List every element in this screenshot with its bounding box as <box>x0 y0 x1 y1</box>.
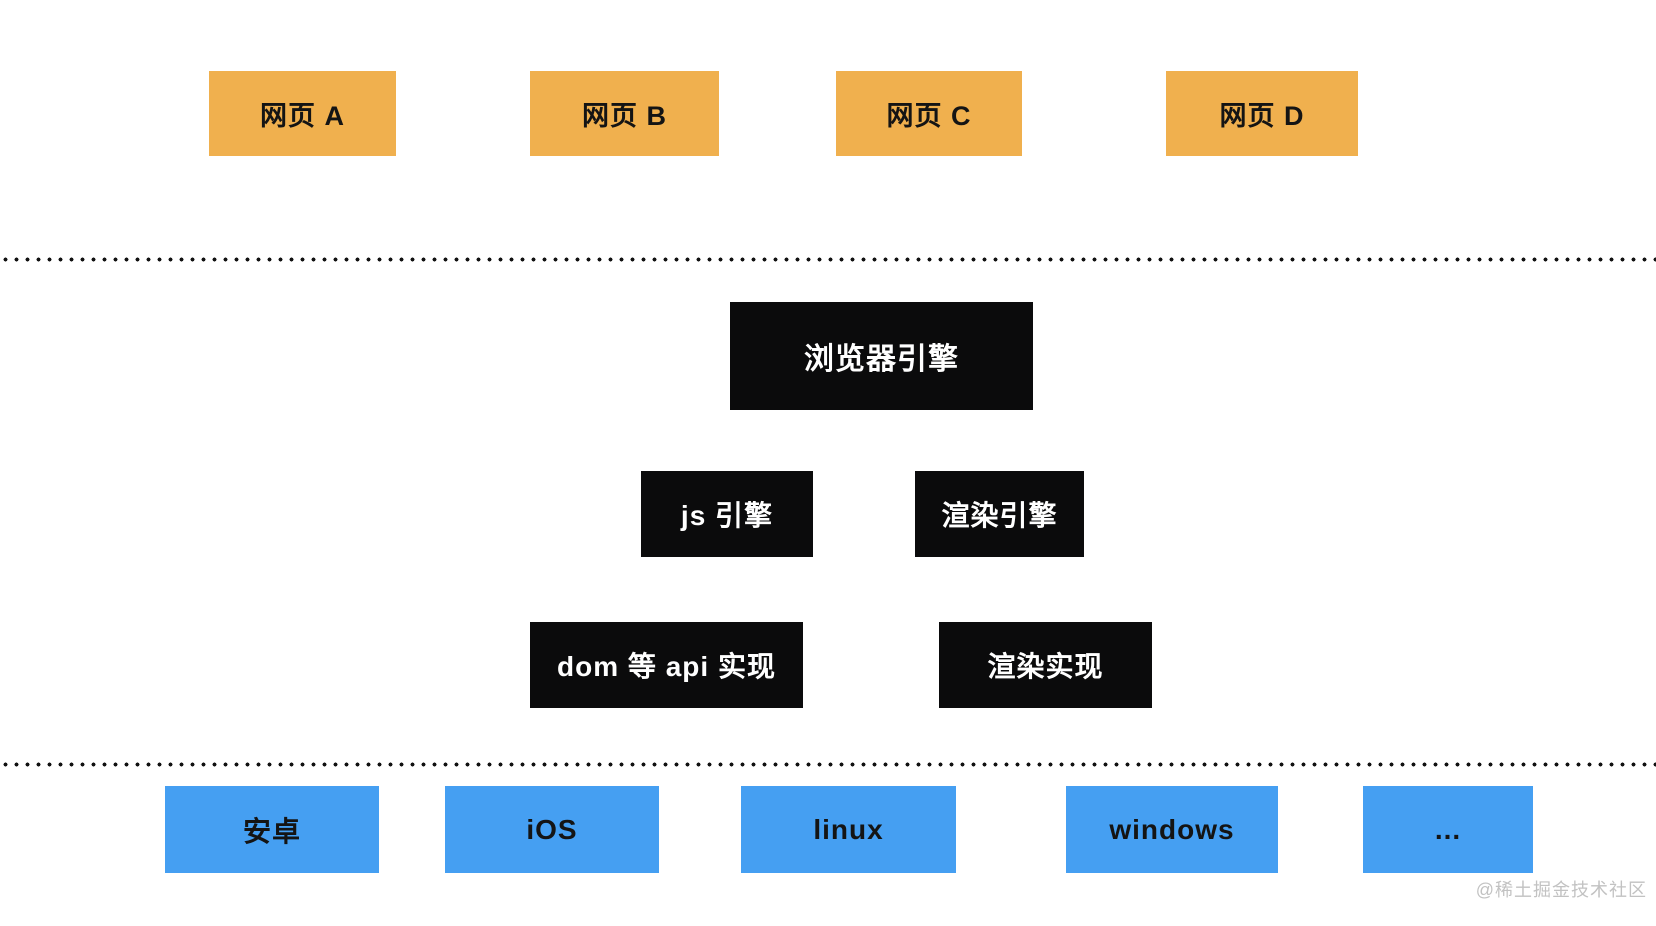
web-page-b-label: 网页 B <box>582 101 667 131</box>
web-page-d-box: 网页 D <box>1166 71 1358 156</box>
browser-engine-box: 浏览器引擎 <box>730 302 1033 410</box>
dotted-divider-top <box>0 257 1656 262</box>
platform-ios-label: iOS <box>526 813 578 845</box>
platform-linux-label: linux <box>813 813 884 845</box>
web-page-c-label: 网页 C <box>886 101 972 131</box>
web-page-a-box: 网页 A <box>209 71 396 156</box>
render-impl-box: 渲染实现 <box>939 622 1152 708</box>
platform-more-label: ... <box>1434 813 1462 845</box>
platform-more-box: ... <box>1363 786 1533 873</box>
web-page-d-label: 网页 D <box>1219 101 1305 131</box>
platform-windows-label: windows <box>1109 813 1235 845</box>
platform-android-box: 安卓 <box>165 786 379 873</box>
browser-engine-label: 浏览器引擎 <box>804 343 959 376</box>
dom-api-impl-box: dom 等 api 实现 <box>530 622 803 708</box>
watermark: @稀土掘金技术社区 <box>1475 880 1647 900</box>
web-page-a-label: 网页 A <box>260 101 345 131</box>
render-engine-label: 渲染引擎 <box>941 500 1058 531</box>
render-engine-box: 渲染引擎 <box>915 471 1084 557</box>
platform-windows-box: windows <box>1066 786 1278 873</box>
web-page-c-box: 网页 C <box>836 71 1022 156</box>
render-impl-label: 渲染实现 <box>987 651 1104 682</box>
platform-ios-box: iOS <box>445 786 659 873</box>
web-page-b-box: 网页 B <box>530 71 719 156</box>
platform-linux-box: linux <box>741 786 956 873</box>
dotted-divider-bottom <box>0 762 1656 767</box>
platform-android-label: 安卓 <box>242 815 301 847</box>
js-engine-box: js 引擎 <box>641 471 813 557</box>
js-engine-label: js 引擎 <box>680 500 774 531</box>
dom-api-impl-label: dom 等 api 实现 <box>557 651 776 682</box>
